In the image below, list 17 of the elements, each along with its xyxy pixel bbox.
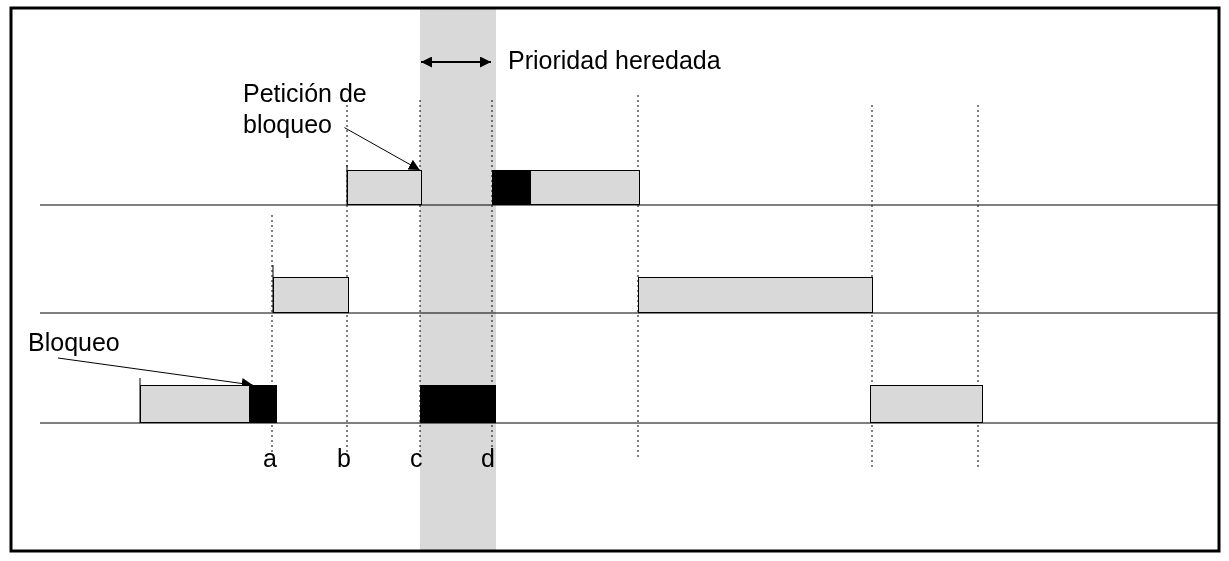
- locked-section-bar: [420, 385, 496, 423]
- execution-bar: [530, 170, 640, 205]
- locked-section-bar: [250, 385, 277, 423]
- time-mark-label: d: [481, 443, 495, 474]
- locked-section-bar: [492, 170, 530, 205]
- timing-label: Prioridad heredada: [508, 45, 721, 76]
- execution-bar: [638, 277, 873, 313]
- leader-line: [343, 127, 421, 171]
- execution-bar: [347, 170, 422, 205]
- execution-bar: [273, 277, 349, 313]
- execution-bar: [870, 385, 983, 423]
- time-mark-label: c: [410, 443, 423, 474]
- annotation-label: Bloqueo: [28, 327, 148, 358]
- execution-bar: [140, 385, 250, 423]
- annotation-label: Petición de bloqueo: [243, 78, 373, 140]
- time-mark-label: b: [337, 443, 351, 474]
- time-mark-label: a: [263, 443, 277, 474]
